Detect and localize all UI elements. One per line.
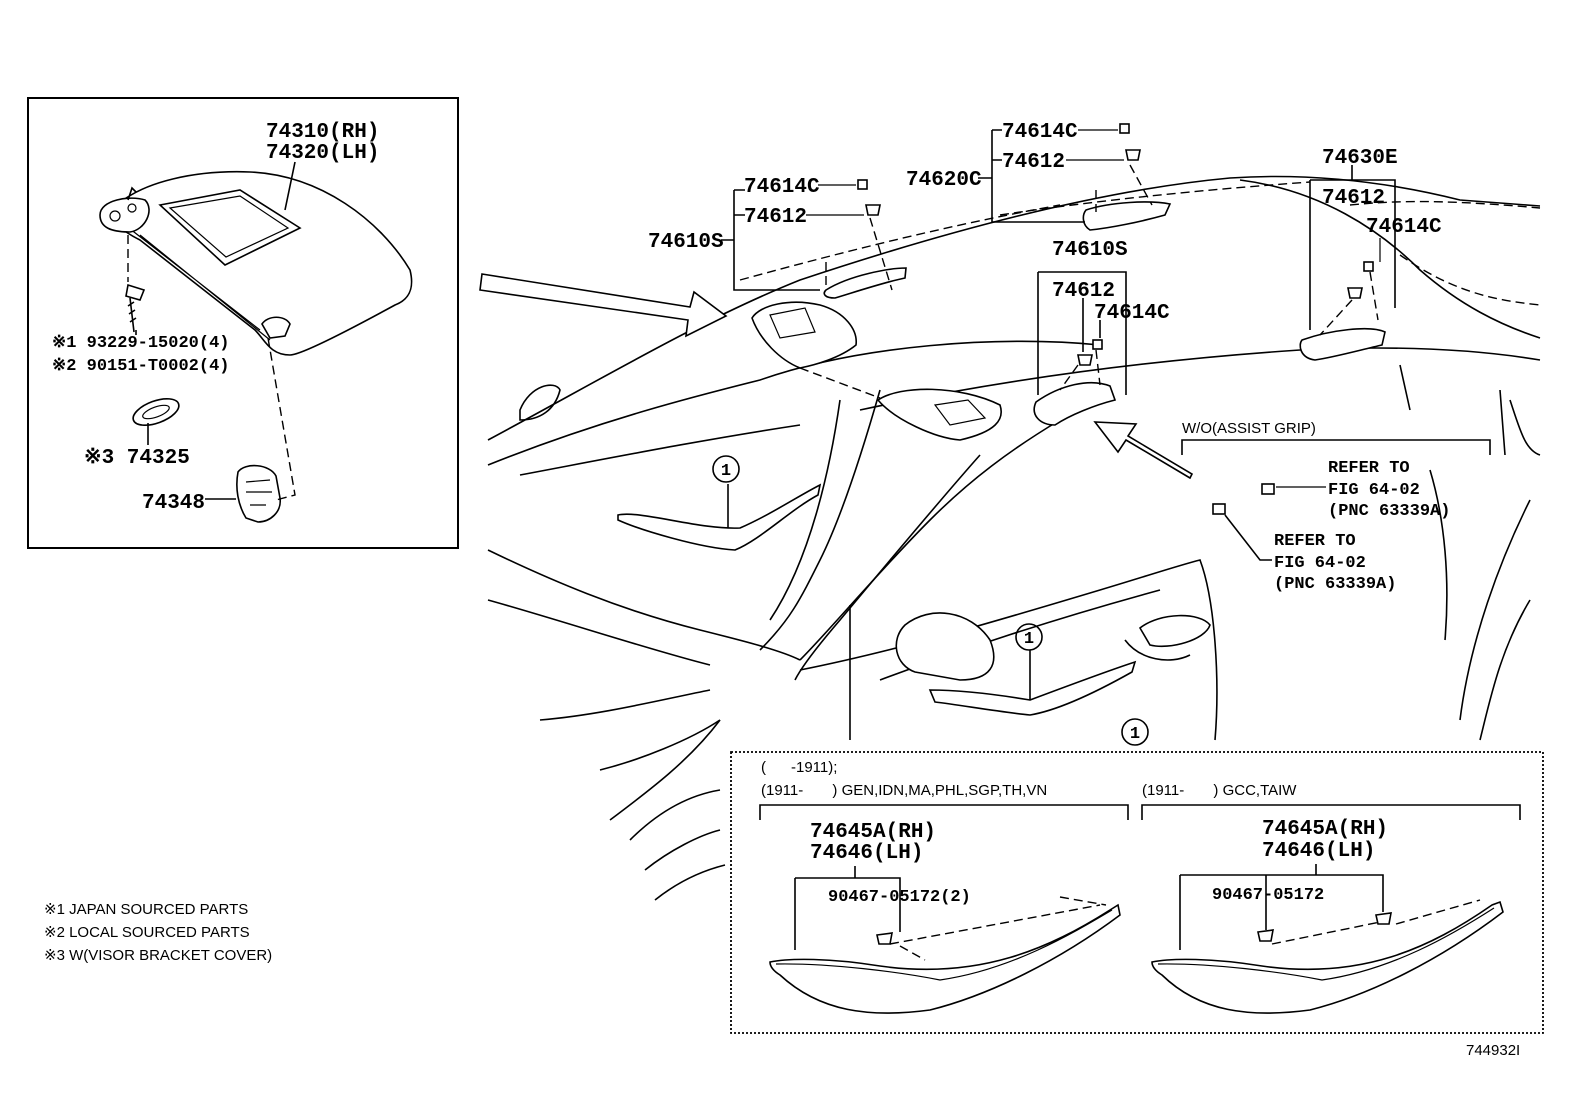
clip-icon	[1212, 503, 1226, 515]
arrow-icon	[479, 273, 728, 338]
visor-holder-part	[205, 464, 281, 523]
label-refer-pnc-1: (PNC 63339A)	[1328, 502, 1450, 521]
label-right-clip: 90467-05172	[1212, 886, 1324, 905]
label-refer-to-1: REFER TO	[1328, 459, 1410, 478]
label-grip-front: 74620C	[906, 169, 982, 192]
clip-icon	[1375, 912, 1392, 925]
scuff-plate-left-variant	[769, 903, 1121, 1014]
label-without-assist-grip: W/O(ASSIST GRIP)	[1182, 420, 1316, 437]
label-bolt-b: 74612	[1002, 151, 1065, 174]
clip-icon	[1092, 339, 1103, 350]
label-visor-assy-left: 74610S	[648, 231, 724, 254]
callout-marker-3: 1	[1121, 718, 1149, 746]
assist-grip-front-left	[823, 267, 907, 299]
label-range-gcc: (1911- ) GCC,TAIW	[1142, 782, 1297, 799]
visor-pivot	[99, 197, 150, 233]
clip-icon	[857, 179, 868, 190]
scuff-plate-front	[617, 483, 822, 551]
label-clip-d: 74614C	[1366, 216, 1442, 239]
label-visor-holder: 74348	[142, 492, 205, 515]
svg-text:1: 1	[1130, 725, 1140, 744]
sun-visor-right	[876, 388, 1002, 441]
clip-icon	[1119, 123, 1130, 134]
clip-icon	[1257, 929, 1274, 942]
vehicle-body-lines	[487, 175, 1541, 901]
label-left-clip: 90467-05172(2)	[828, 888, 971, 907]
label-refer-pnc-2: (PNC 63339A)	[1274, 575, 1396, 594]
svg-text:1: 1	[1024, 630, 1034, 649]
label-bolt-d: 74612	[1322, 187, 1385, 210]
label-bolt-c: 74612	[1052, 280, 1115, 303]
label-refer-to-2: REFER TO	[1274, 532, 1356, 551]
label-bolt-a: 74612	[744, 206, 807, 229]
assist-grip-middle	[1033, 381, 1117, 426]
label-visor-rh: 74310(RH)	[266, 121, 379, 144]
door-handle	[1138, 614, 1211, 648]
label-clip-c: 74614C	[1094, 302, 1170, 325]
scuff-plate-rear	[928, 660, 1137, 716]
bolt-icon	[865, 204, 881, 216]
label-bracket-cover: ※3 74325	[84, 446, 190, 470]
label-visor-lh: 74320(LH)	[266, 142, 379, 165]
bolt-icon	[1347, 287, 1363, 299]
visor-leader	[284, 161, 296, 211]
callout-marker-1: 1	[712, 455, 740, 483]
bracket-cover-part	[132, 398, 180, 426]
label-clip-b: 74614C	[1002, 121, 1078, 144]
sun-visor-left	[751, 301, 857, 369]
scuff-plate-right-variant	[1151, 900, 1504, 1014]
side-mirror	[895, 612, 995, 681]
label-refer-fig-1: FIG 64-02	[1328, 481, 1420, 500]
label-grip-rear: 74630E	[1322, 147, 1398, 170]
label-refer-fig-2: FIG 64-02	[1274, 554, 1366, 573]
sun-visor-part	[111, 170, 413, 356]
callout-marker-2: 1	[1015, 623, 1043, 651]
clip-icon	[1261, 483, 1275, 495]
scuff-plate-variants-box	[730, 751, 1544, 1034]
bolt-icon	[1077, 354, 1093, 366]
legend-note-cover: ※3 W(VISOR BRACKET COVER)	[44, 947, 272, 964]
sun-visor-inset	[27, 97, 459, 549]
clip-icon	[876, 932, 893, 945]
label-left-scuff-lh: 74646(LH)	[810, 842, 923, 865]
label-right-scuff-lh: 74646(LH)	[1262, 840, 1375, 863]
assist-grip-rear	[1299, 327, 1386, 361]
label-clip-a: 74614C	[744, 176, 820, 199]
svg-text:1: 1	[721, 462, 731, 481]
label-screw-japan: ※1 93229-15020(4)	[52, 334, 229, 353]
label-screw-local: ※2 90151-T0002(4)	[52, 357, 229, 376]
arrow-icon	[1093, 421, 1194, 480]
legend-note-japan: ※1 JAPAN SOURCED PARTS	[44, 901, 248, 918]
screw-icon	[125, 283, 146, 333]
label-right-scuff-rh: 74645A(RH)	[1262, 818, 1388, 841]
bolt-icon	[1125, 149, 1141, 161]
label-range-gen: (1911- ) GEN,IDN,MA,PHL,SGP,TH,VN	[761, 782, 1047, 799]
label-visor-assy-middle: 74610S	[1052, 239, 1128, 262]
label-range-pre-1911: ( -1911);	[761, 759, 837, 776]
clip-icon	[1363, 261, 1374, 272]
figure-id: 744932I	[1466, 1042, 1520, 1059]
legend-note-local: ※2 LOCAL SOURCED PARTS	[44, 924, 250, 941]
visor-mirror	[158, 189, 302, 266]
label-left-scuff-rh: 74645A(RH)	[810, 821, 936, 844]
